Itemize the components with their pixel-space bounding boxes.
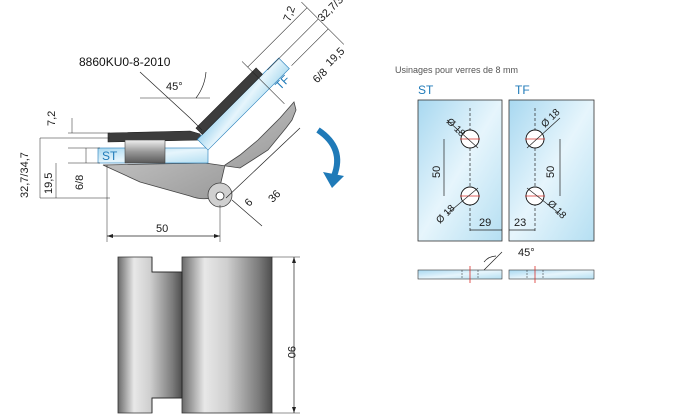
dim-left-7-2: 7,2 [46, 111, 58, 126]
pivot-screw [215, 191, 225, 201]
dim-height-90: 90 [285, 346, 297, 358]
st-glass-label: ST [102, 149, 118, 163]
dim-top-6-8: 6/8 [311, 66, 330, 85]
st-dim-50: 50 [431, 166, 443, 178]
hinge-front-view: 90 [117, 256, 300, 414]
rotation-arrow [316, 127, 341, 178]
hinge-cylinder [117, 256, 183, 414]
hinge-side-view: ST TF 8860KU0-8-2010 45° 7,2 32,7/34,7 1… [19, 0, 357, 242]
tf-panel [508, 99, 595, 242]
edge-angle-45: 45° [518, 247, 535, 259]
dim-left-6-8: 6/8 [74, 175, 86, 190]
drilling-caption: Usinages pour verres de 8 mm [395, 65, 518, 75]
clamp-block [124, 139, 166, 164]
hinge-cylinder-right [181, 256, 273, 414]
tf-panel-label: TF [515, 83, 530, 97]
tf-clamp-plate [195, 67, 263, 135]
dim-top-32-7: 32,7/34,7 [316, 0, 357, 24]
tf-edge-strip [508, 269, 595, 280]
rotation-arrow-head [323, 172, 344, 188]
dim-bottom-36: 36 [266, 188, 283, 205]
dim-top-7-2: 7,2 [282, 5, 299, 23]
dim-bottom-6: 6 [243, 196, 256, 209]
dim-left-32-7: 32,7/34,7 [19, 152, 31, 198]
st-panel-label: ST [418, 83, 434, 97]
dim-left-19-5: 19,5 [43, 173, 55, 194]
drilling-details: Usinages pour verres de 8 mm ST TF Ø 18 … [395, 65, 595, 283]
dim-bottom-50: 50 [156, 223, 168, 235]
st-panel [417, 99, 503, 242]
angle-45: 45° [166, 81, 183, 93]
st-edge-strip [417, 269, 503, 280]
tf-dim-23: 23 [514, 217, 526, 229]
tf-dim-50: 50 [545, 166, 557, 178]
st-dim-29: 29 [479, 217, 491, 229]
part-code: 8860KU0-8-2010 [79, 55, 171, 69]
dim-top-19-5: 19,5 [324, 45, 348, 69]
